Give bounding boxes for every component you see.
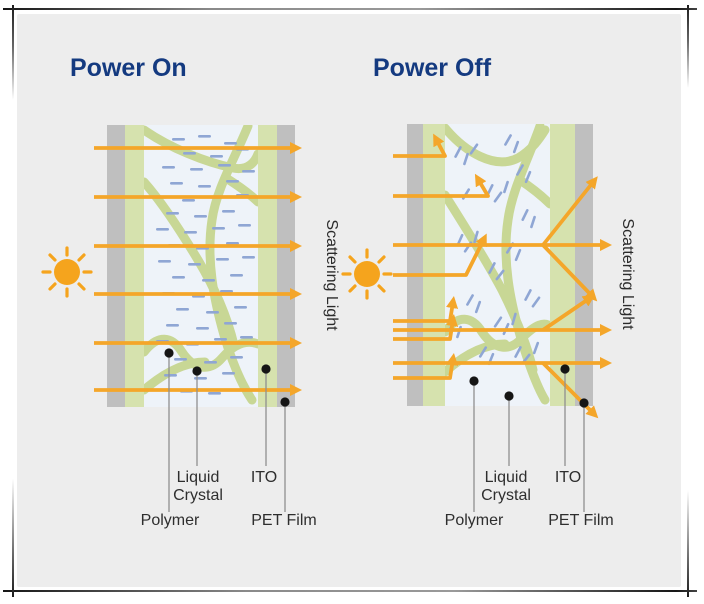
callout-dot-pet-film xyxy=(280,397,290,407)
panel-title-power-on: Power On xyxy=(70,54,187,82)
polymer-label: Polymer xyxy=(444,512,504,529)
pet-film-layer-left xyxy=(107,125,125,407)
liquid-crystal-label: Liquid Crystal xyxy=(173,469,223,505)
power-off-illustration xyxy=(341,124,613,512)
scattering-light-label: Scattering Light xyxy=(619,218,636,330)
transmitted-light-rays xyxy=(94,141,303,397)
liquid-crystal-label: Liquid Crystal xyxy=(481,469,531,505)
ito-layer-left xyxy=(125,125,144,407)
sun-icon xyxy=(341,248,393,300)
frame-line-right xyxy=(687,5,689,597)
liquid-crystal-label-line1: Liquid xyxy=(484,469,528,486)
polymer-label: Polymer xyxy=(140,512,200,529)
ito-label: ITO xyxy=(250,469,278,486)
callout-dot-ito xyxy=(261,364,271,374)
panel-title-power-off: Power Off xyxy=(373,54,492,82)
callout-lines xyxy=(168,353,286,512)
power-on-illustration xyxy=(41,125,303,512)
liquid-crystal-label-line2: Crystal xyxy=(481,487,531,504)
callout-dot-pet-film xyxy=(579,398,589,408)
pet-film-layer-right xyxy=(277,125,295,407)
callout-dot-liquid-crystal xyxy=(504,391,514,401)
frame-line-left xyxy=(12,5,14,597)
polymer-network xyxy=(445,124,550,405)
callout-lines xyxy=(473,369,585,512)
liquid-crystal-label-line2: Crystal xyxy=(173,487,223,504)
liquid-crystal-label-line1: Liquid xyxy=(176,469,220,486)
sun-icon xyxy=(41,246,93,298)
callout-dot-polymer xyxy=(469,376,479,386)
callout-dot-ito xyxy=(560,364,570,374)
pet-film-layer-right xyxy=(575,124,593,406)
pet-film-label: PET Film xyxy=(548,512,614,529)
frame-line-top xyxy=(3,8,697,10)
pet-film-label: PET Film xyxy=(251,512,317,529)
scattering-light-label: Scattering Light xyxy=(323,219,340,331)
callout-dot-liquid-crystal xyxy=(192,366,202,376)
callout-dot-polymer xyxy=(164,348,174,358)
ito-label: ITO xyxy=(554,469,582,486)
frame-line-bottom xyxy=(3,590,697,592)
